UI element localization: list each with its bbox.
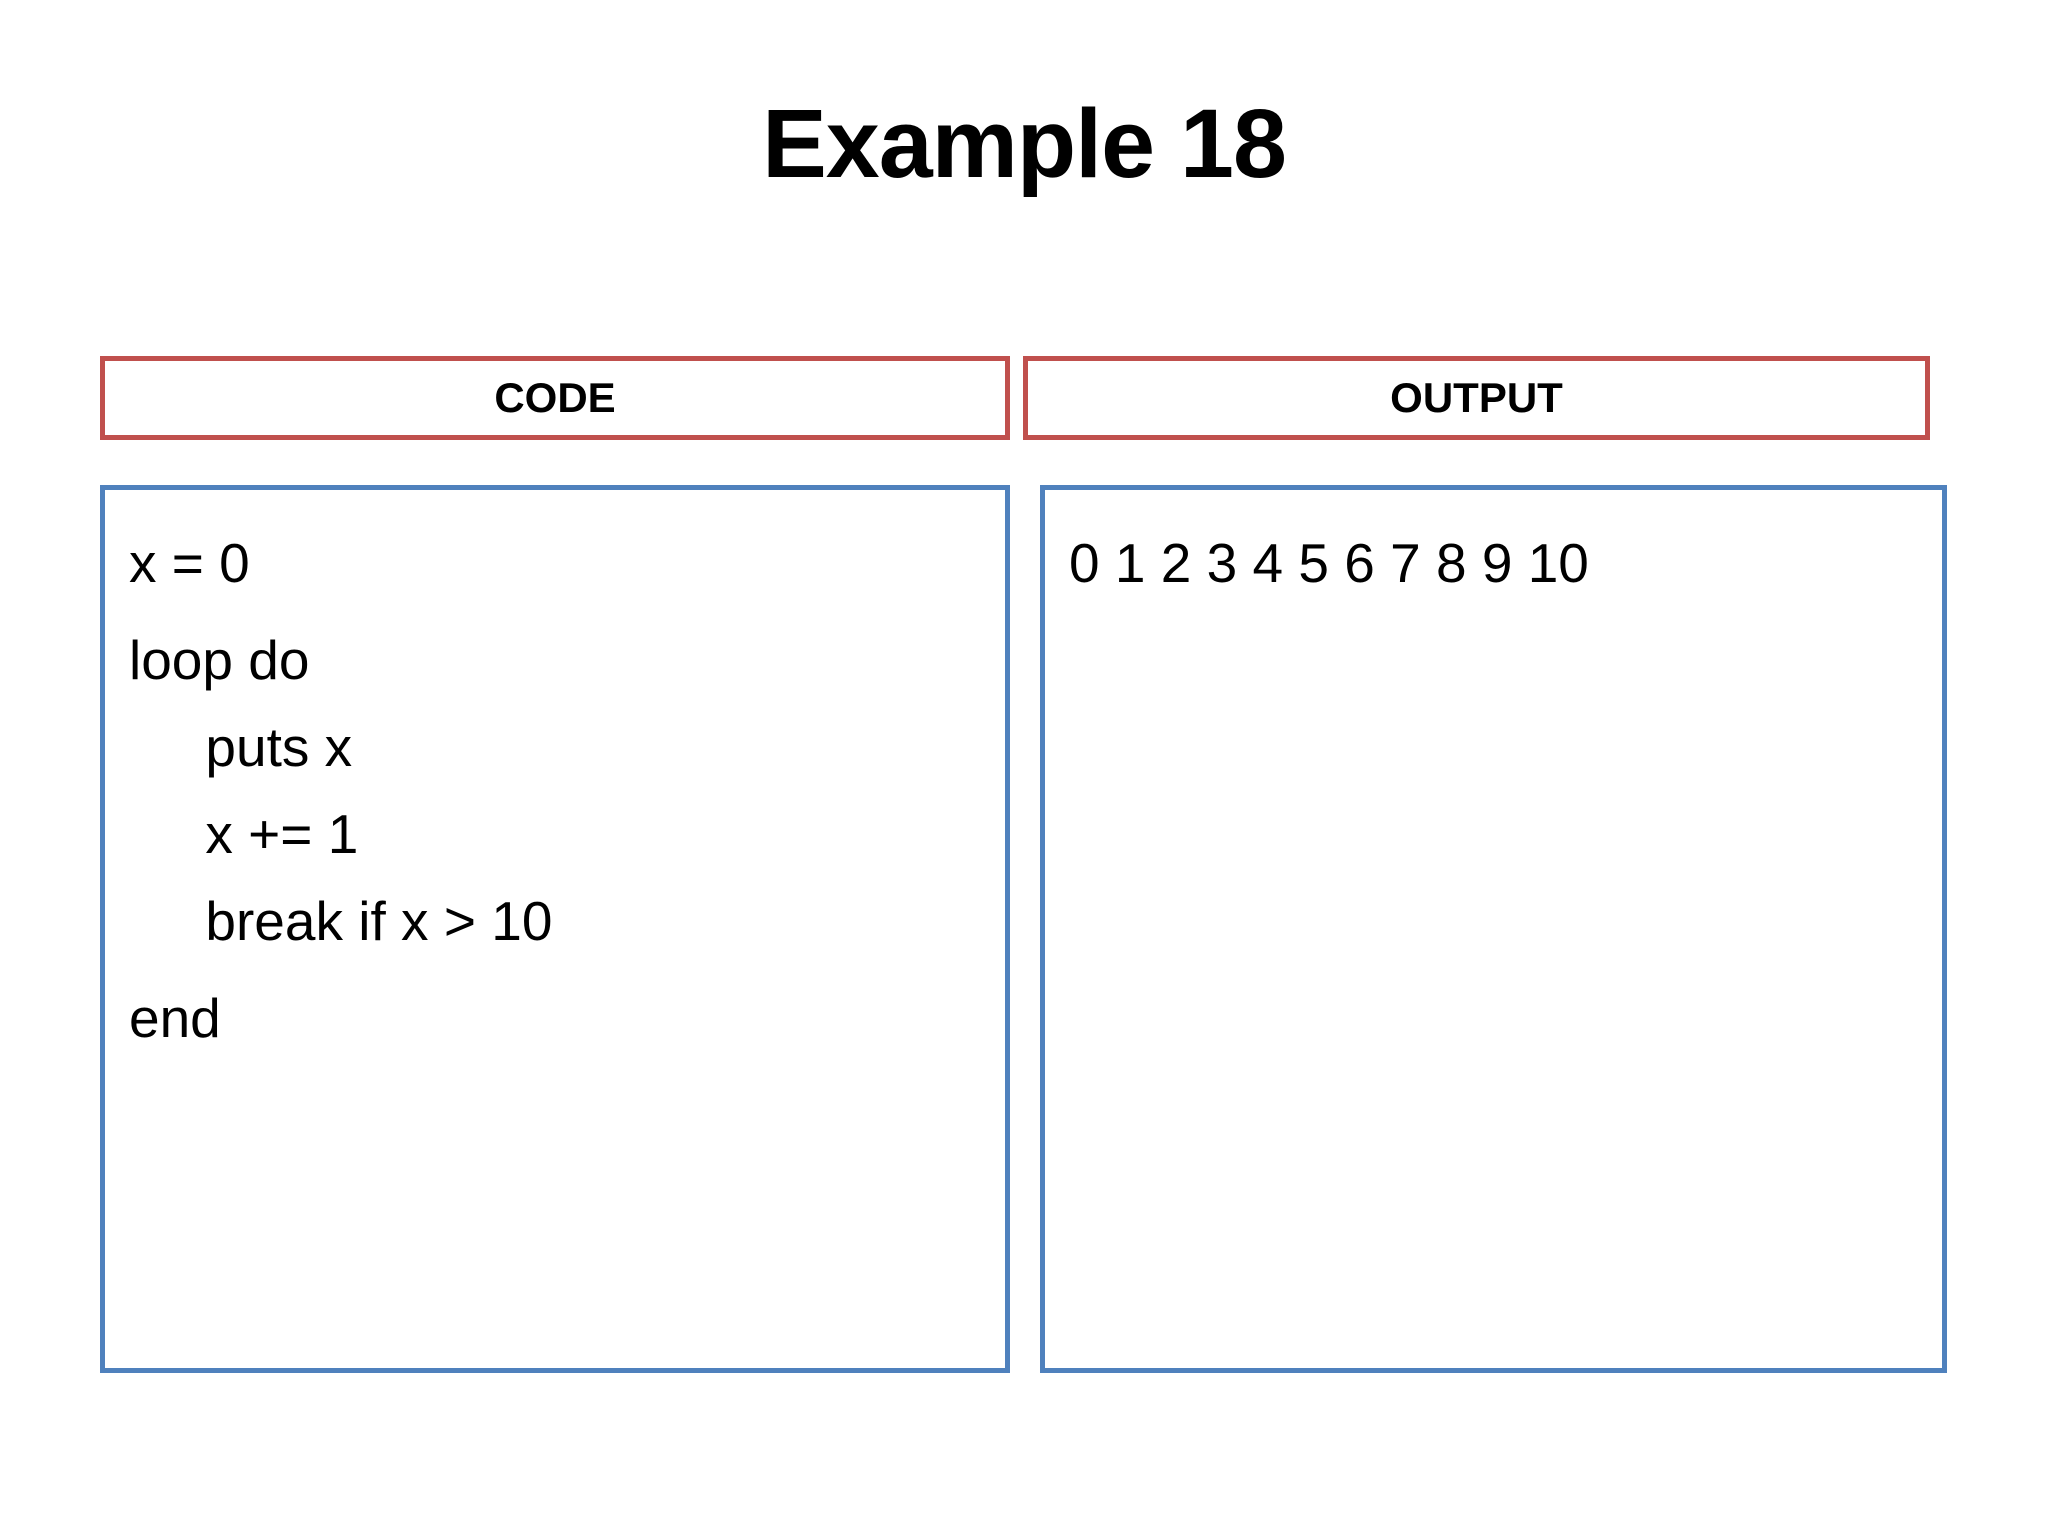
output-panel-header: OUTPUT	[1023, 356, 1930, 440]
code-header-label: CODE	[494, 374, 616, 421]
code-line-2: loop do	[129, 629, 310, 691]
output-line: 0 1 2 3 4 5 6 7 8 9 10	[1069, 532, 1589, 594]
code-panel-header: CODE	[100, 356, 1010, 440]
code-panel: x = 0 loop do puts x x += 1 break if x >…	[100, 485, 1010, 1373]
code-line-5: break if x > 10	[129, 890, 553, 952]
slide-title: Example 18	[762, 89, 1287, 198]
code-line-4: x += 1	[129, 803, 359, 865]
output-header-label: OUTPUT	[1390, 374, 1563, 421]
code-line-6: end	[129, 987, 221, 1049]
code-line-3: puts x	[129, 716, 353, 778]
output-panel: 0 1 2 3 4 5 6 7 8 9 10	[1040, 485, 1947, 1373]
code-line-1: x = 0	[129, 532, 250, 594]
